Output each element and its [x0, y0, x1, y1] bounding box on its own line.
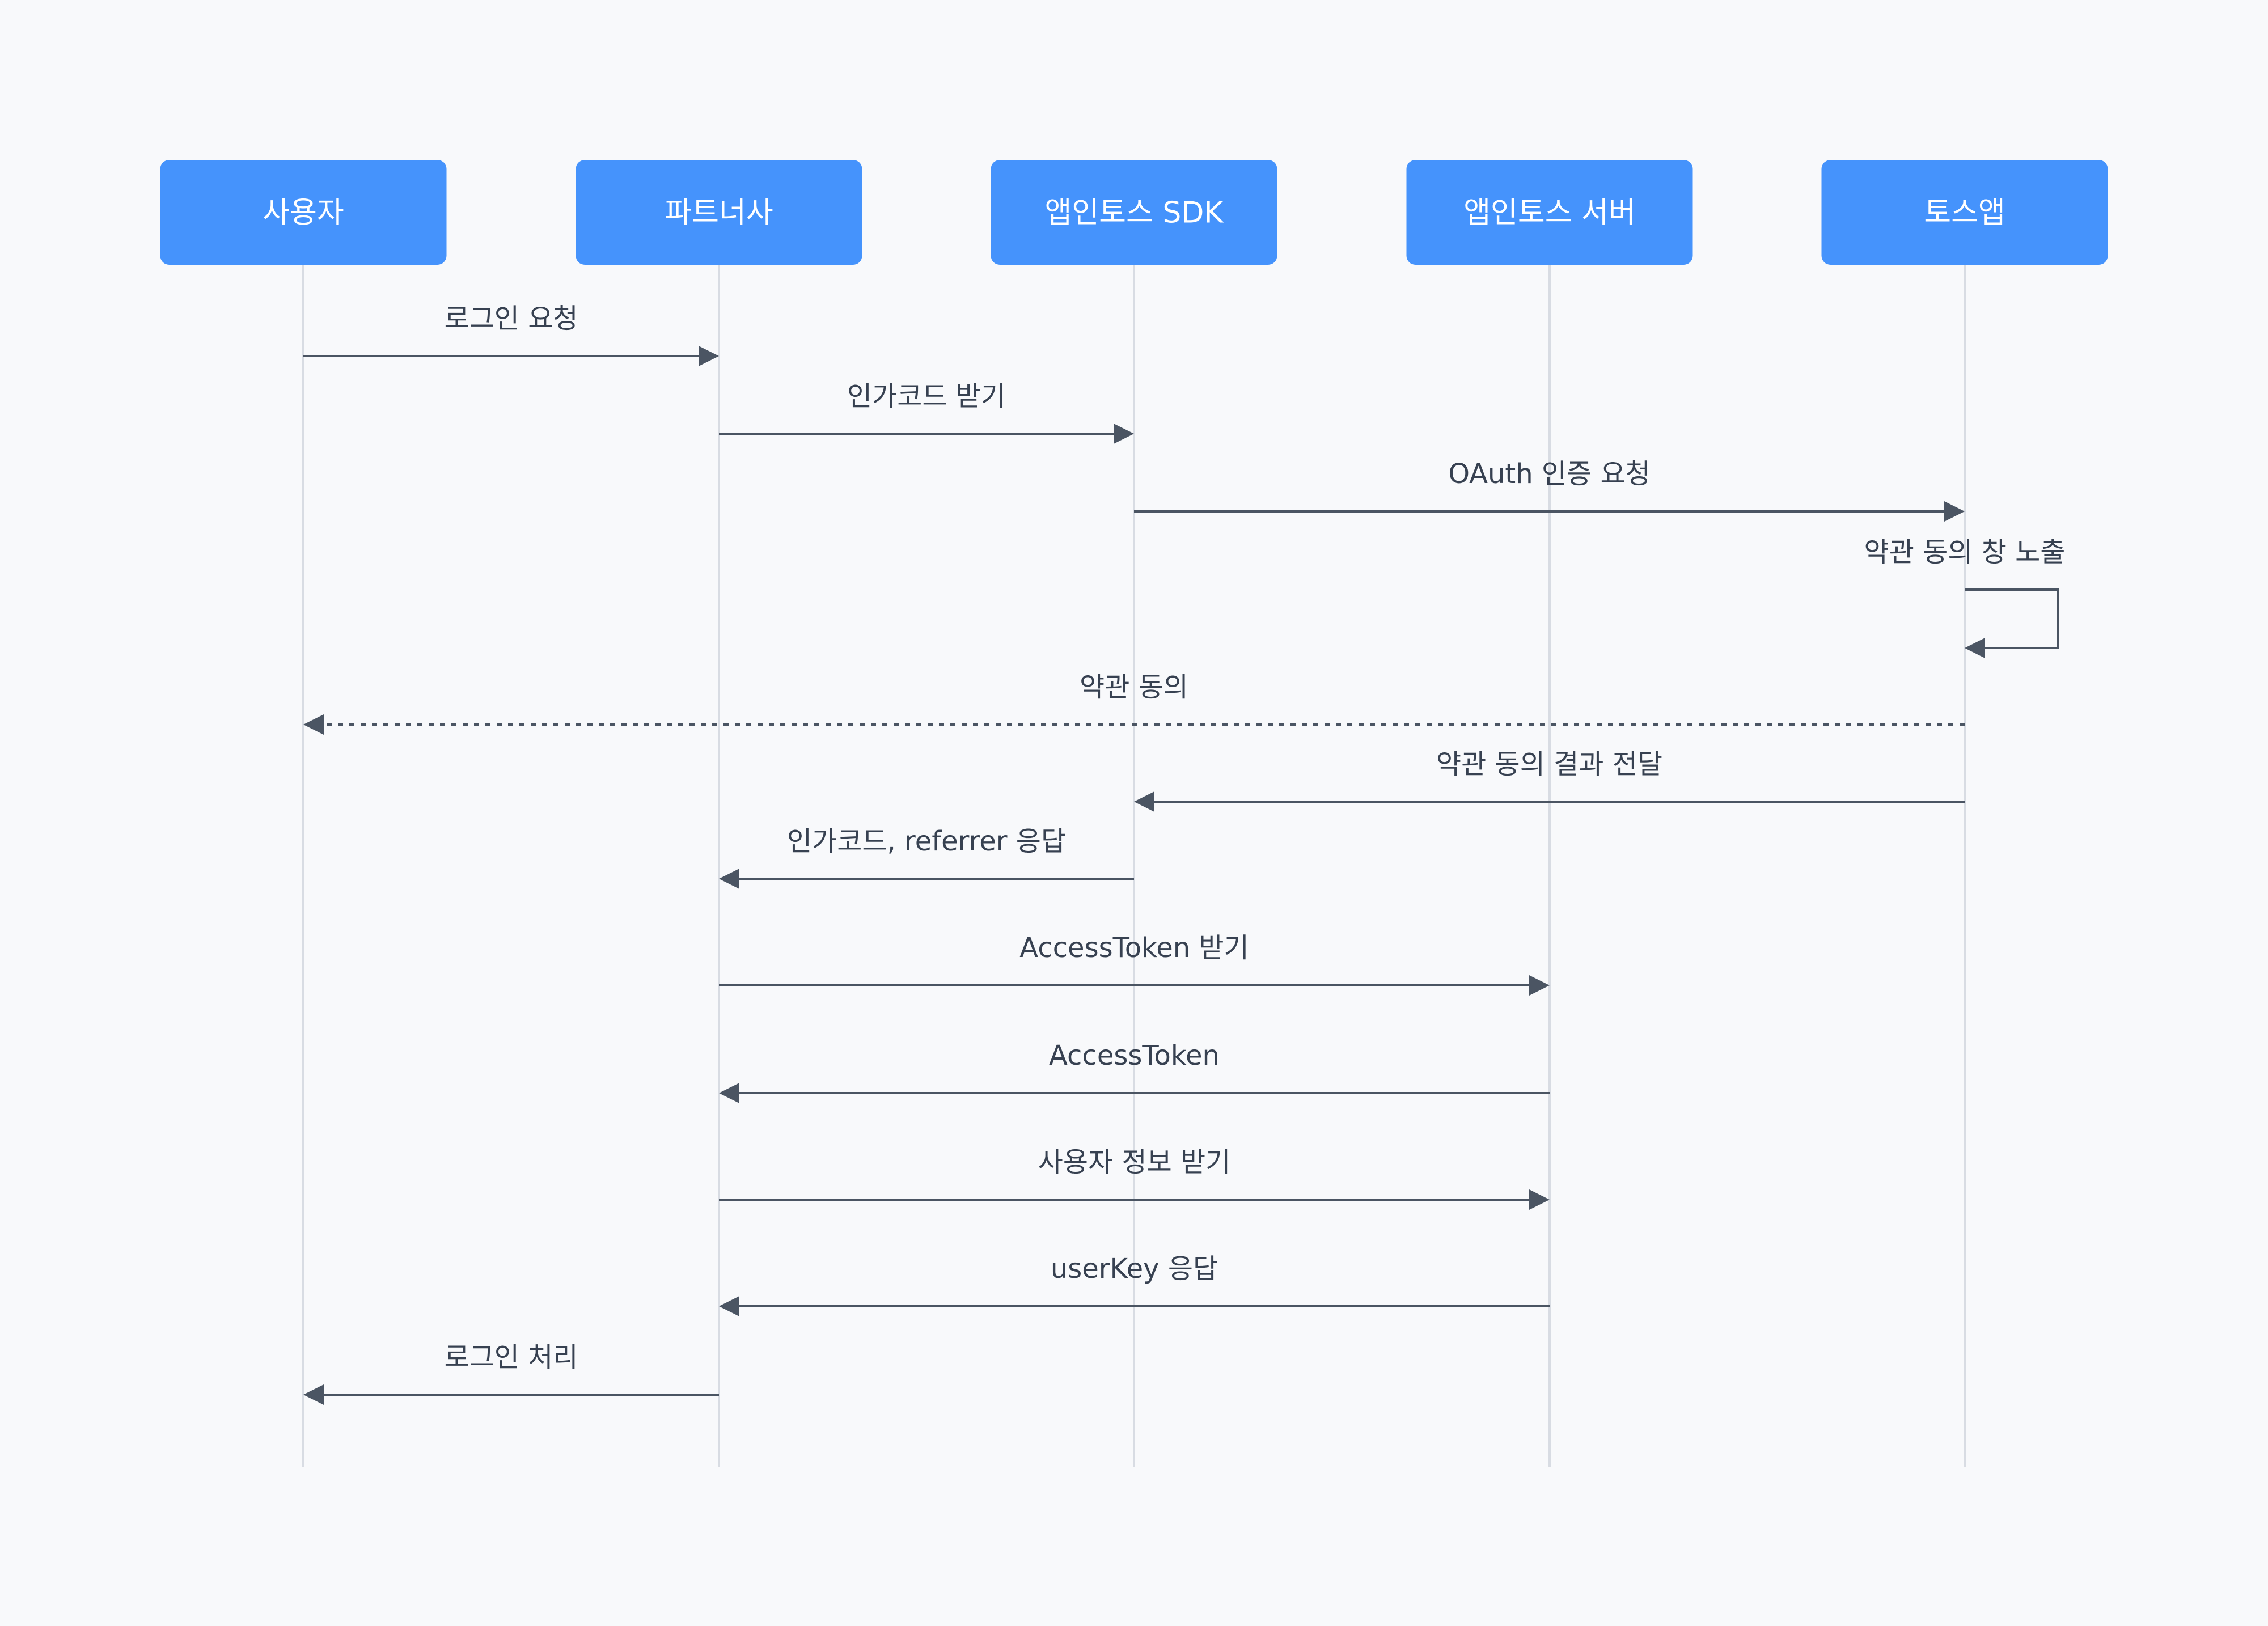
actor-label: 앱인토스 SDK	[1044, 196, 1224, 230]
actor-box	[576, 160, 862, 265]
arrowhead	[1965, 638, 1985, 658]
actor-server: 앱인토스 서버	[1406, 160, 1693, 265]
message-6: 약관 동의 결과 전달	[1134, 748, 1965, 812]
message-label: 로그인 처리	[444, 1341, 578, 1373]
message-12: 로그인 처리	[303, 1341, 719, 1405]
actor-box	[1821, 160, 2108, 265]
message-2: 인가코드 받기	[719, 380, 1134, 444]
arrowhead	[719, 1296, 739, 1316]
actor-label: 앱인토스 서버	[1463, 196, 1636, 230]
message-label: 약관 동의	[1080, 671, 1188, 703]
actor-toss: 토스앱	[1821, 160, 2108, 265]
actor-label: 토스앱	[1924, 196, 2005, 230]
message-label: 인가코드 받기	[847, 380, 1006, 412]
message-label: AccessToken	[1049, 1040, 1220, 1072]
message-line	[1965, 588, 2059, 649]
arrowhead	[303, 1384, 324, 1405]
message-label: AccessToken 받기	[1019, 932, 1249, 964]
actor-box	[160, 160, 447, 265]
arrowhead	[303, 714, 324, 735]
message-label: 인가코드, referrer 응답	[787, 825, 1066, 857]
message-label: OAuth 인증 요청	[1448, 458, 1651, 490]
actor-box	[1406, 160, 1693, 265]
message-label: 사용자 정보 받기	[1038, 1146, 1231, 1178]
arrowhead	[1944, 501, 1965, 522]
message-label: userKey 응답	[1051, 1253, 1218, 1285]
message-label: 로그인 요청	[444, 303, 578, 334]
arrowhead	[719, 869, 739, 889]
actor-label: 파트너사	[665, 196, 773, 230]
arrowhead	[1529, 975, 1550, 996]
message-label: 약관 동의 결과 전달	[1436, 748, 1662, 780]
actor-sdk: 앱인토스 SDK	[991, 160, 1277, 265]
message-8: AccessToken 받기	[719, 932, 1550, 996]
actor-user: 사용자	[160, 160, 447, 265]
arrowhead	[719, 1083, 739, 1103]
actor-partner: 파트너사	[576, 160, 862, 265]
message-9: AccessToken	[719, 1040, 1550, 1103]
arrowhead	[699, 346, 719, 366]
actor-label: 사용자	[263, 196, 344, 230]
message-3: OAuth 인증 요청	[1134, 458, 1965, 522]
message-10: 사용자 정보 받기	[719, 1146, 1550, 1210]
message-7: 인가코드, referrer 응답	[719, 825, 1134, 889]
actor-box	[991, 160, 1277, 265]
message-1: 로그인 요청	[303, 303, 719, 366]
message-5: 약관 동의	[303, 671, 1965, 735]
arrowhead	[1529, 1189, 1550, 1210]
message-label: 약관 동의 창 노출	[1864, 536, 2066, 568]
arrowhead	[1114, 424, 1134, 444]
arrowhead	[1134, 791, 1154, 812]
message-4: 약관 동의 창 노출	[1864, 536, 2066, 658]
message-11: userKey 응답	[719, 1253, 1550, 1316]
